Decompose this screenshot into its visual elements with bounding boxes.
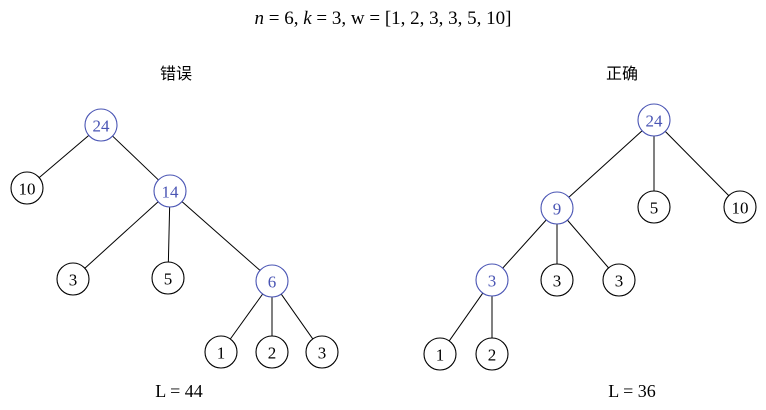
- correct-edge-c3i-c1: [448, 292, 484, 342]
- edge-layer: [38, 130, 730, 342]
- correct-leaf-node-c1: 1: [423, 337, 457, 371]
- node-label: 1: [436, 346, 445, 365]
- correct-internal-node-c3i: 3: [475, 263, 509, 297]
- node-circle: [540, 191, 574, 225]
- correct-tree-heading: 正确: [605, 64, 638, 83]
- node-circle: [423, 337, 457, 371]
- node-label: 1: [217, 344, 226, 363]
- node-label: 3: [488, 272, 497, 291]
- node-label: 10: [732, 199, 749, 218]
- wrong-edge-w6-w1: [229, 293, 264, 340]
- wrong-internal-node-w24: 24: [84, 108, 118, 142]
- node-label: 14: [162, 183, 180, 202]
- wrong-edge-w14-w6: [181, 201, 261, 271]
- correct-edge-c9-c3b: [567, 219, 609, 269]
- node-label: 5: [650, 199, 659, 218]
- correct-leaf-node-c3b: 3: [602, 263, 636, 297]
- node-label: 6: [268, 273, 277, 292]
- node-label: 2: [488, 346, 497, 365]
- correct-internal-node-c24: 24: [637, 103, 671, 137]
- node-label: 3: [553, 272, 562, 291]
- correct-leaf-node-c5: 5: [637, 190, 671, 224]
- wrong-edge-w24-w10: [38, 134, 90, 179]
- node-label: 3: [318, 344, 327, 363]
- correct-leaf-node-c10: 10: [723, 190, 757, 224]
- correct-internal-node-c9: 9: [540, 191, 574, 225]
- node-label: 24: [646, 112, 664, 131]
- problem-formula: n = 6, k = 3, w = [1, 2, 3, 3, 5, 10]: [254, 8, 512, 29]
- node-circle: [475, 337, 509, 371]
- wrong-edge-w24-w14: [112, 135, 159, 181]
- correct-edge-c9-c3i: [502, 219, 547, 269]
- correct-edge-c24-c10: [664, 131, 730, 196]
- correct-leaf-node-c3a: 3: [540, 263, 574, 297]
- wrong-tree-cost: L = 44: [155, 381, 203, 401]
- node-circle: [637, 190, 671, 224]
- node-circle: [204, 335, 238, 369]
- wrong-leaf-node-w1: 1: [204, 335, 238, 369]
- node-label: 3: [615, 272, 624, 291]
- node-layer: 24 10 14 3 5 6 1 2 3 24 9 5 10 3 3 3 1 2: [10, 103, 757, 371]
- node-circle: [10, 171, 44, 205]
- wrong-leaf-node-w2: 2: [255, 335, 289, 369]
- node-label: 2: [268, 344, 277, 363]
- node-circle: [723, 190, 757, 224]
- wrong-tree-heading: 错误: [159, 64, 192, 83]
- node-circle: [56, 262, 90, 296]
- node-circle: [540, 263, 574, 297]
- node-circle: [255, 264, 289, 298]
- weights-value: [1, 2, 3, 3, 5, 10]: [384, 8, 512, 29]
- wrong-leaf-node-w3b: 3: [305, 335, 339, 369]
- node-label: 24: [93, 117, 111, 136]
- correct-leaf-node-c2: 2: [475, 337, 509, 371]
- node-label: 9: [553, 200, 562, 219]
- wrong-edge-w6-w3b: [280, 293, 314, 340]
- node-circle: [305, 335, 339, 369]
- node-label: 3: [69, 271, 78, 290]
- correct-tree-cost: L = 36: [608, 381, 656, 401]
- node-circle: [84, 108, 118, 142]
- n-value: 6: [284, 8, 294, 29]
- node-label: 10: [19, 180, 36, 199]
- n-symbol: n: [254, 8, 265, 29]
- wrong-edge-w14-w3: [84, 201, 159, 269]
- wrong-edge-w14-w5: [167, 206, 171, 263]
- node-label: 5: [164, 270, 173, 289]
- node-circle: [151, 261, 185, 295]
- k-symbol: k: [303, 8, 312, 29]
- k-value: 3: [331, 8, 342, 29]
- node-circle: [255, 335, 289, 369]
- wrong-internal-node-w14: 14: [153, 174, 187, 208]
- node-circle: [602, 263, 636, 297]
- node-circle: [153, 174, 187, 208]
- wrong-internal-node-w6: 6: [255, 264, 289, 298]
- wrong-leaf-node-w3: 3: [56, 262, 90, 296]
- correct-edge-c24-c9: [568, 130, 643, 198]
- wrong-leaf-node-w5: 5: [151, 261, 185, 295]
- node-circle: [637, 103, 671, 137]
- wrong-leaf-node-w10: 10: [10, 171, 44, 205]
- node-circle: [475, 263, 509, 297]
